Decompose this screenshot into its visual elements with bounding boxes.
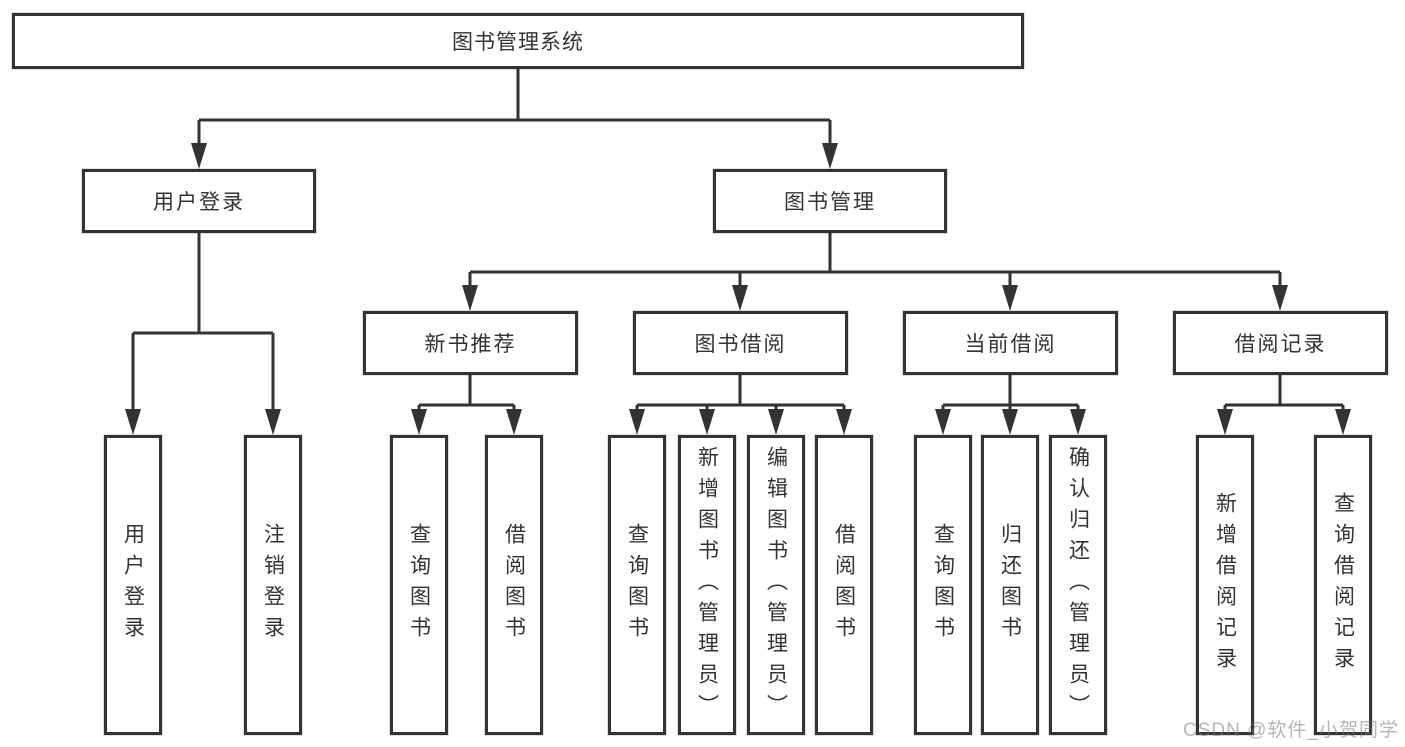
leaf-query-book-1: 查询图书 [390,435,448,735]
leaf-add-book-admin-label: 新增图书（管理员） [695,445,719,725]
connector-bookborrow-to-leaves [635,375,846,416]
leaf-return-book: 归还图书 [981,435,1039,735]
node-book-borrow: 图书借阅 [633,311,848,375]
watermark: CSDN @软件_小贺同学 [1183,720,1399,741]
node-borrow-record-label: 借阅记录 [1234,333,1327,356]
leaf-return-book-label: 归还图书 [998,523,1022,647]
node-current-borrow: 当前借阅 [903,311,1118,375]
leaf-confirm-return-admin-label: 确认归还（管理员） [1066,445,1090,725]
leaf-borrow-book-2: 借阅图书 [815,435,873,735]
node-book-management: 图书管理 [713,169,947,233]
leaf-query-book-2: 查询图书 [608,435,666,735]
connector-userlogin-to-leaves [131,233,275,416]
node-root: 图书管理系统 [12,13,1024,69]
node-book-borrow-label: 图书借阅 [694,333,787,356]
node-book-management-label: 图书管理 [784,191,876,214]
leaf-add-borrow-record-label: 新增借阅记录 [1213,492,1237,678]
leaf-logout-login: 注销登录 [244,435,302,735]
node-current-borrow-label: 当前借阅 [964,333,1057,356]
leaf-query-borrow-record-label: 查询借阅记录 [1331,492,1355,678]
leaf-add-borrow-record: 新增借阅记录 [1196,435,1254,735]
leaf-query-book-1-label: 查询图书 [407,523,431,647]
leaf-borrow-book-1-label: 借阅图书 [502,523,526,647]
leaf-confirm-return-admin: 确认归还（管理员） [1049,435,1107,735]
leaf-query-book-2-label: 查询图书 [625,523,649,647]
node-user-login: 用户登录 [82,169,316,233]
leaf-query-book-3: 查询图书 [914,435,972,735]
leaf-query-borrow-record: 查询借阅记录 [1314,435,1372,735]
leaf-user-login: 用户登录 [104,435,162,735]
connector-root-to-level2 [197,69,832,150]
leaf-query-book-3-label: 查询图书 [931,523,955,647]
leaf-add-book-admin: 新增图书（管理员） [678,435,736,735]
node-new-book-recommend: 新书推荐 [363,311,578,375]
connector-borrowrecord-to-leaves [1223,375,1345,416]
connector-newbook-to-leaves [417,375,516,416]
node-borrow-record: 借阅记录 [1173,311,1388,375]
leaf-edit-book-admin: 编辑图书（管理员） [747,435,805,735]
leaf-borrow-book-1: 借阅图书 [485,435,543,735]
arrowhead-icons [125,143,1351,435]
leaf-edit-book-admin-label: 编辑图书（管理员） [764,445,788,725]
connector-bookmgmt-to-level3 [468,233,1282,292]
node-root-label: 图书管理系统 [452,31,584,54]
leaf-borrow-book-2-label: 借阅图书 [832,523,856,647]
node-user-login-label: 用户登录 [153,191,245,214]
node-new-book-recommend-label: 新书推荐 [424,333,517,356]
leaf-user-login-label: 用户登录 [121,523,145,647]
leaf-logout-login-label: 注销登录 [261,523,285,647]
